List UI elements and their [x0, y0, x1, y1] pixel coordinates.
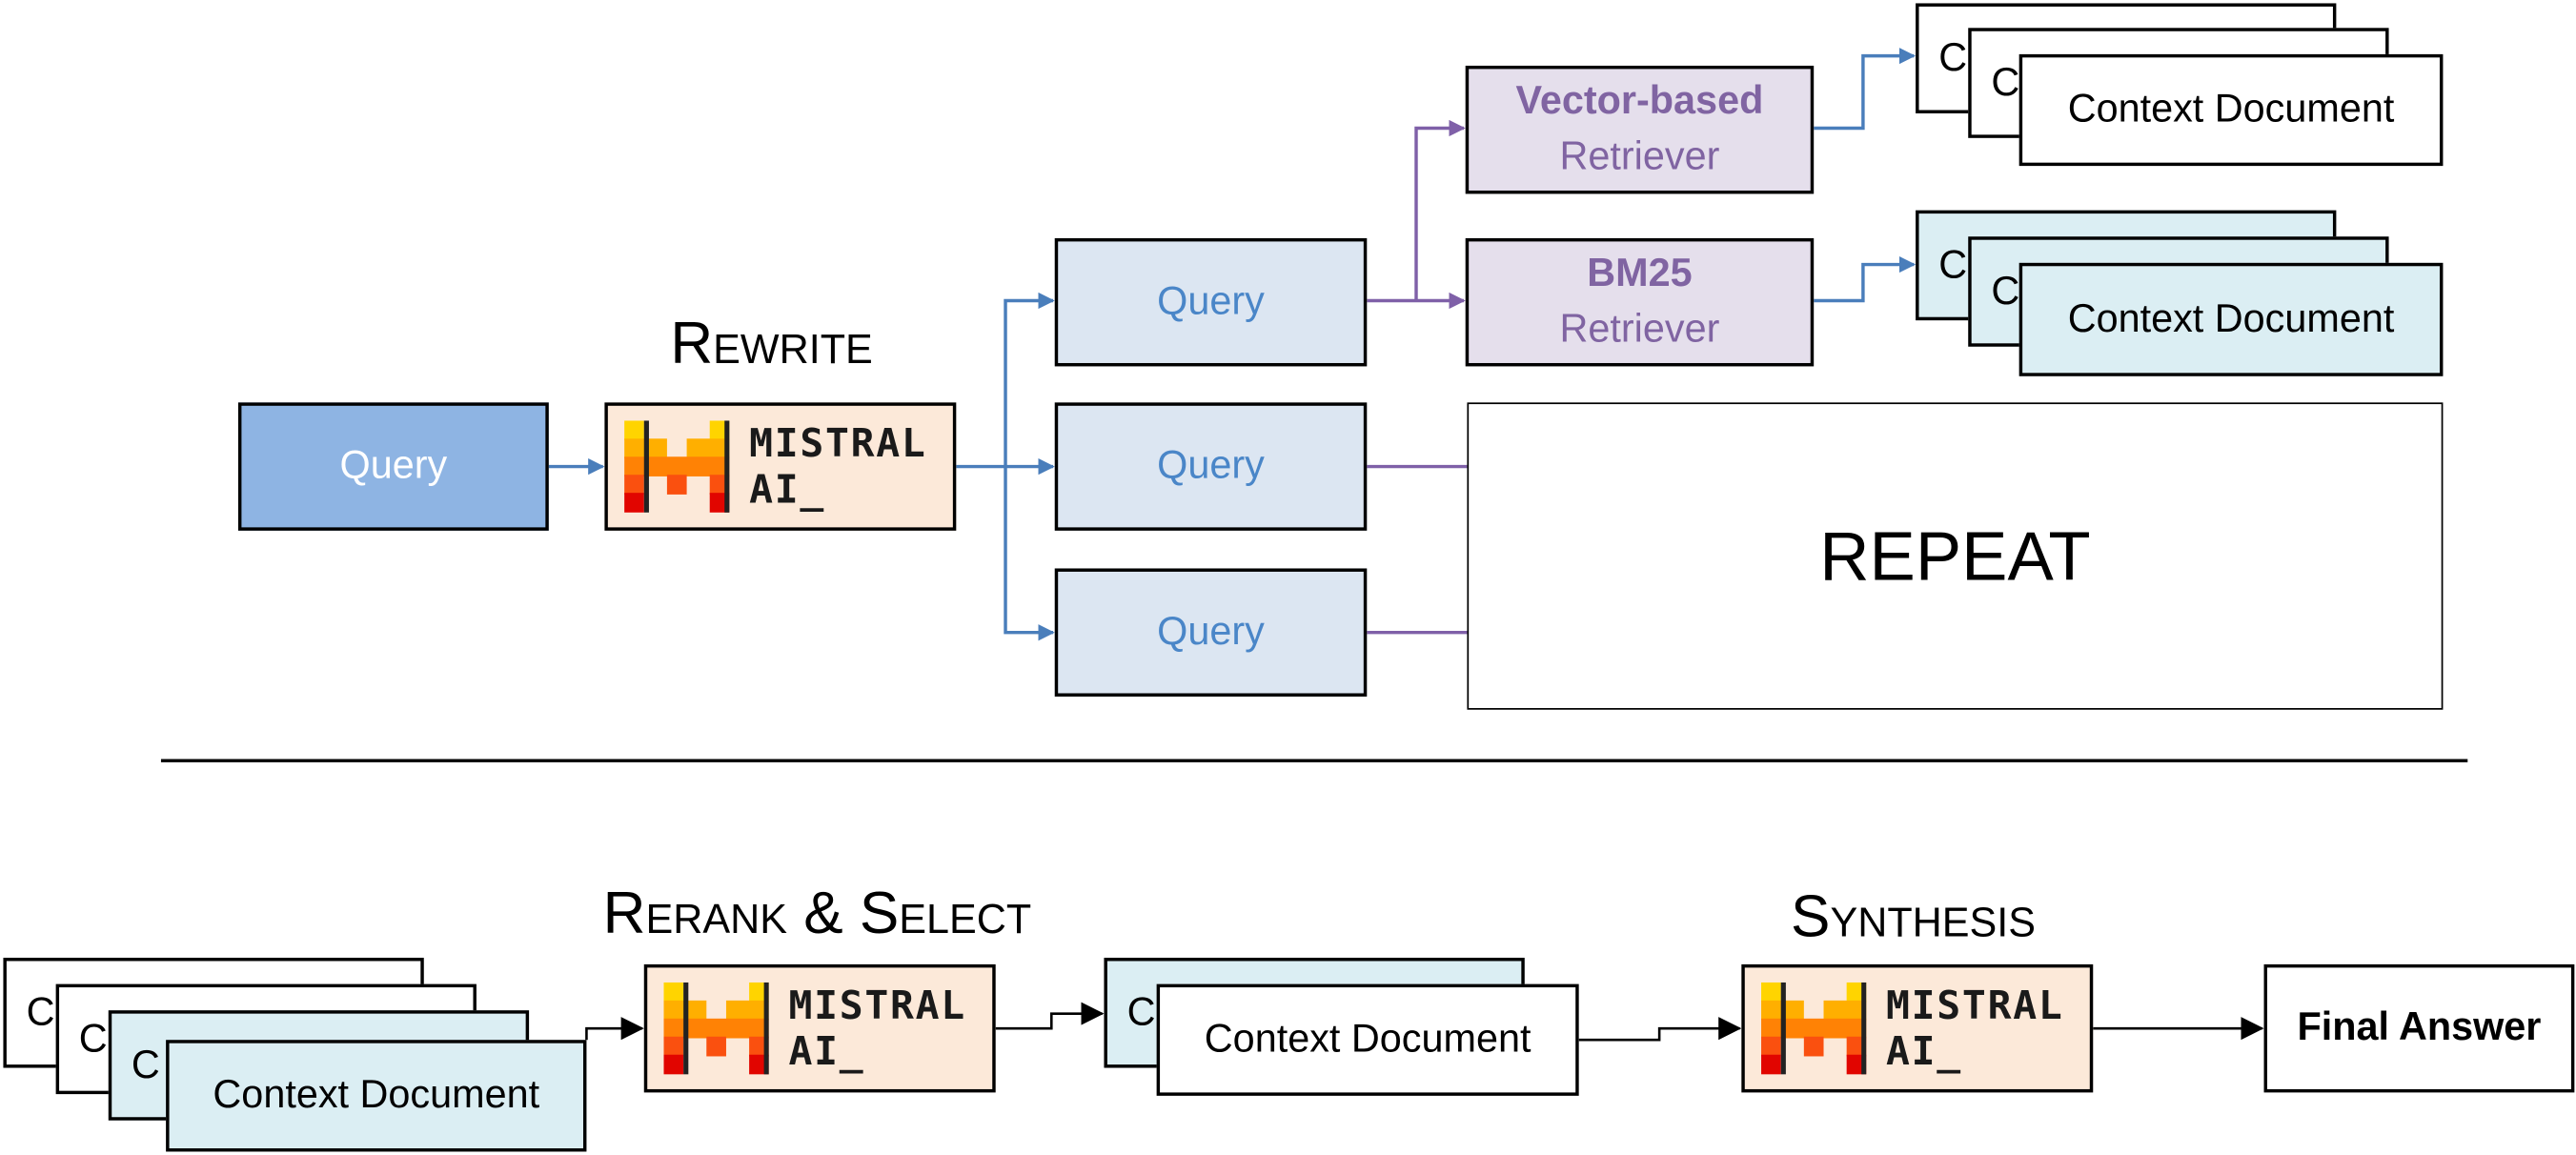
- mistral-rewrite-box: MISTRAL AI_: [604, 402, 957, 531]
- context-doc-bm25: Context Document: [2018, 262, 2444, 376]
- mistral-wordmark-line2: AI_: [1886, 1028, 1962, 1075]
- mistral-wordmark-line1: MISTRAL: [749, 420, 927, 467]
- synthesis-stage-label: Synthesis: [1791, 881, 2036, 950]
- arrow-rewrite-to-query-1: [1004, 292, 1055, 467]
- mistral-wordmark-line2: AI_: [749, 466, 826, 513]
- mistral-wordmark-line1: MISTRAL: [788, 982, 966, 1029]
- arrow-rerank-to-docs: [995, 1002, 1105, 1030]
- mistral-wordmark: MISTRAL AI_: [788, 983, 965, 1075]
- rerank-stage-label: Rerank & Select: [602, 879, 1032, 946]
- input-query-box: Query: [237, 402, 549, 531]
- mistral-wordmark: MISTRAL AI_: [749, 420, 926, 513]
- mistral-rerank-box: MISTRAL AI_: [643, 963, 996, 1093]
- rewritten-query-3: Query: [1054, 568, 1368, 697]
- rewritten-query-2: Query: [1054, 402, 1368, 531]
- final-answer-box: Final Answer: [2263, 963, 2575, 1093]
- rewrite-stage-label: Rewrite: [670, 309, 873, 376]
- mistral-wordmark-line1: MISTRAL: [1886, 982, 2064, 1029]
- repeat-box: REPEAT: [1467, 402, 2444, 710]
- arrow-query-to-vector: [1414, 119, 1466, 301]
- bm25-retriever-type: Retriever: [1559, 307, 1720, 352]
- selected-context-doc: Context Document: [1156, 983, 1579, 1096]
- arrow-docs-to-rerank: [585, 1017, 644, 1041]
- context-doc-vector: Context Document: [2018, 53, 2444, 167]
- mistral-wordmark-line2: AI_: [788, 1028, 865, 1075]
- arrow-docs-to-synthesis: [1578, 1017, 1742, 1042]
- vector-retriever-name: Vector-based: [1515, 78, 1764, 124]
- arrow-bm25-to-docs: [1814, 255, 1917, 303]
- arrow-vector-to-docs: [1814, 47, 1917, 131]
- mistral-wordmark: MISTRAL AI_: [1886, 983, 2063, 1075]
- mistral-logo-icon: [624, 420, 730, 513]
- vector-retriever-type: Retriever: [1559, 134, 1720, 179]
- mistral-synthesis-box: MISTRAL AI_: [1741, 963, 2094, 1093]
- bm25-retriever-name: BM25: [1587, 251, 1693, 296]
- rewritten-query-1: Query: [1054, 237, 1368, 367]
- bm25-retriever-box: BM25 Retriever: [1465, 237, 1815, 367]
- context-doc-front: Context Document: [166, 1040, 587, 1152]
- mistral-logo-icon: [1761, 982, 1867, 1075]
- vector-retriever-box: Vector-based Retriever: [1465, 65, 1815, 194]
- arrow-rewrite-to-query-3: [1004, 466, 1055, 641]
- mistral-logo-icon: [663, 982, 769, 1075]
